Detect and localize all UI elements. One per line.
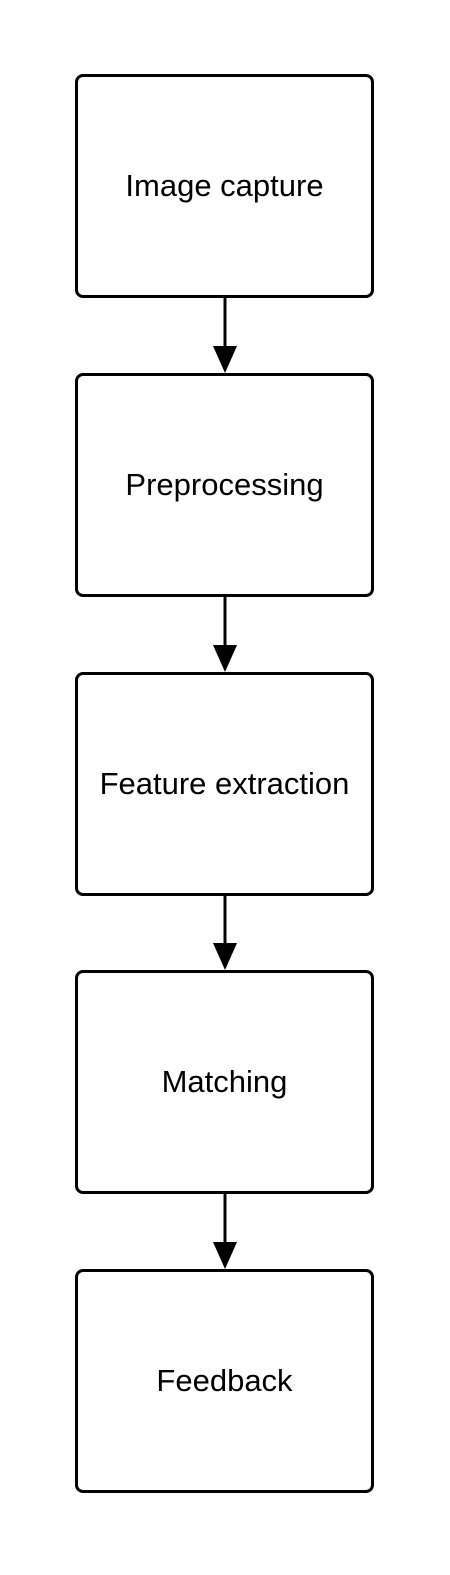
step-box-image-capture: Image capture bbox=[75, 74, 374, 298]
step-label: Image capture bbox=[125, 168, 324, 203]
step-label: Matching bbox=[161, 1064, 288, 1099]
step-box-feature-extraction: Feature extraction bbox=[75, 672, 374, 896]
step-label: Feature extraction bbox=[99, 766, 350, 801]
step-box-feedback: Feedback bbox=[75, 1269, 374, 1493]
arrow-matching-to-feedback bbox=[213, 1194, 237, 1269]
arrow-feature-extraction-to-matching bbox=[213, 896, 237, 970]
step-label: Preprocessing bbox=[125, 467, 324, 502]
step-label: Feedback bbox=[156, 1363, 293, 1398]
step-box-preprocessing: Preprocessing bbox=[75, 373, 374, 597]
arrow-preprocessing-to-feature-extraction bbox=[213, 597, 237, 672]
step-box-matching: Matching bbox=[75, 970, 374, 1194]
arrow-capture-to-preprocessing bbox=[213, 298, 237, 373]
